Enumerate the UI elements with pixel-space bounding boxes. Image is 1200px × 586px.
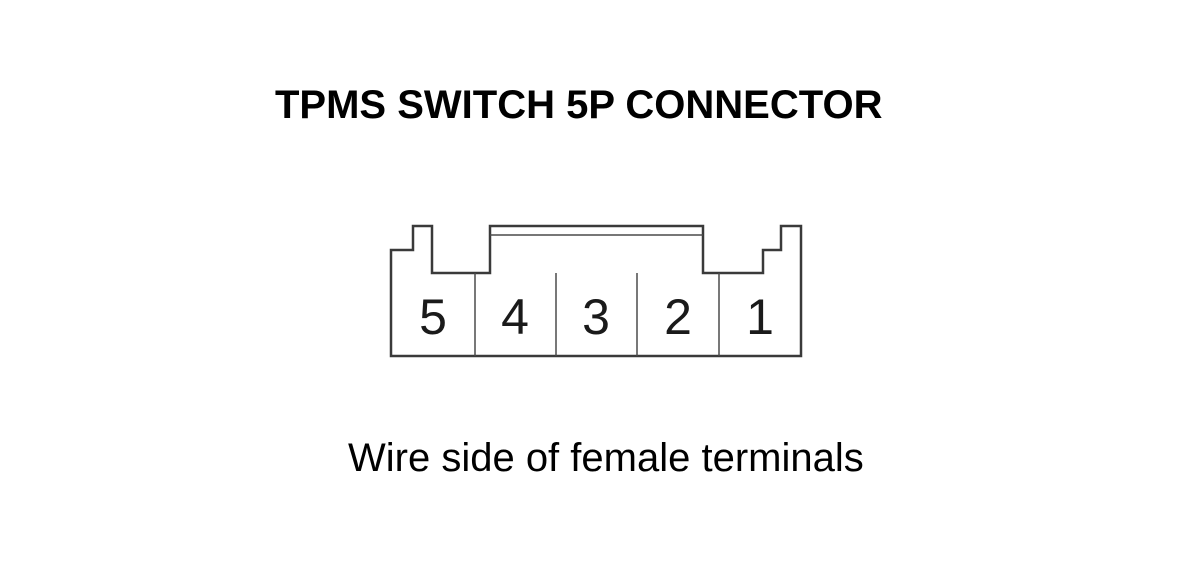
terminal-label-4: 4 — [501, 289, 529, 345]
terminal-label-5: 5 — [419, 289, 447, 345]
connector-housing-outline — [389, 224, 803, 358]
terminal-label-3: 3 — [582, 289, 610, 345]
terminal-label-2: 2 — [664, 289, 692, 345]
connector-title: TPMS SWITCH 5P CONNECTOR — [275, 83, 883, 127]
terminal-label-1: 1 — [746, 289, 774, 345]
connector-caption: Wire side of female terminals — [348, 436, 864, 480]
